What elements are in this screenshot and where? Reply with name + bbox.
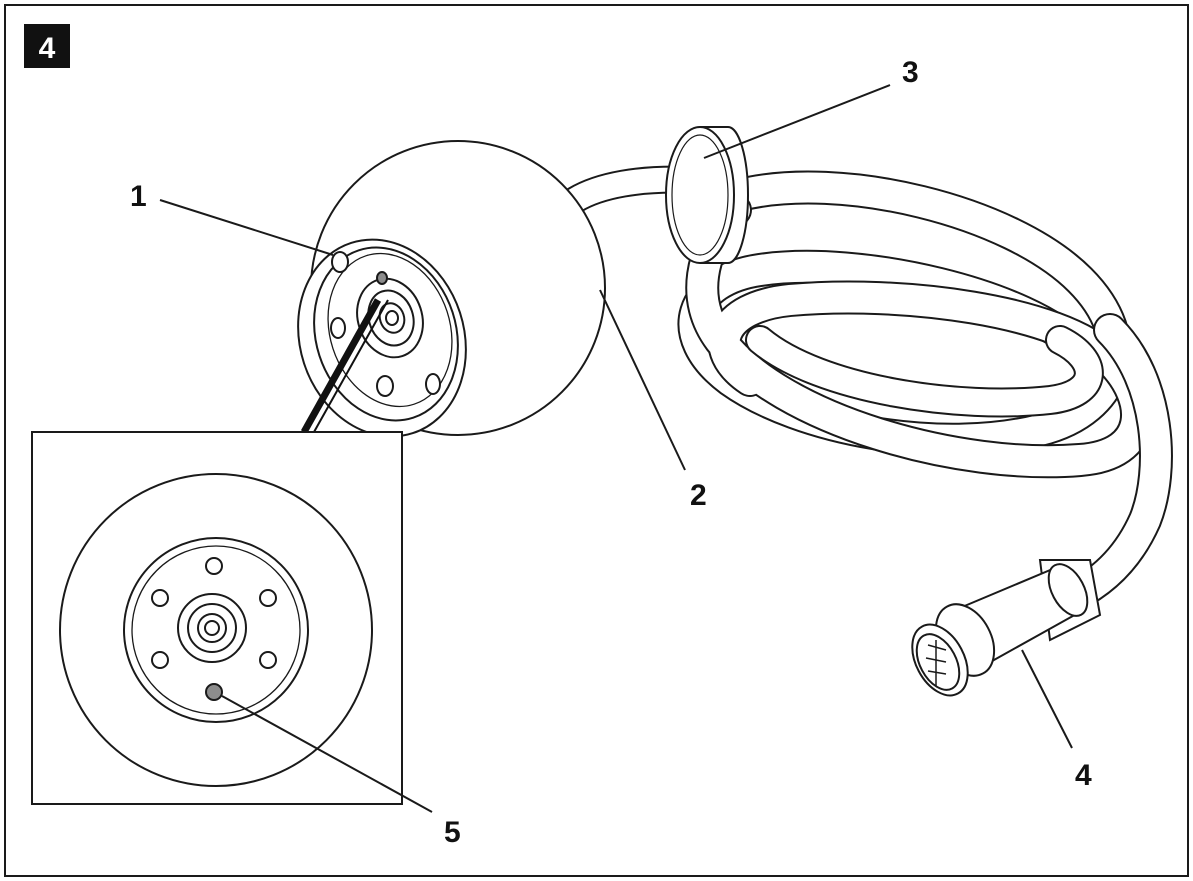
callout-3: 3 — [902, 56, 919, 89]
callout-1: 1 — [130, 180, 147, 213]
callout-4: 4 — [1075, 759, 1092, 792]
callout-lines — [159, 84, 1073, 813]
leader-4 — [1021, 649, 1073, 749]
figure-number-badge: 4 — [24, 24, 70, 68]
figure-number: 4 — [39, 32, 56, 65]
connector-plug — [911, 559, 1102, 697]
leader-5 — [221, 695, 433, 813]
leader-2 — [599, 289, 686, 471]
cable-grommet — [665, 126, 749, 264]
cable-coil — [677, 170, 1173, 612]
sensor-sphere — [297, 140, 606, 438]
inset-detail — [31, 431, 403, 805]
callout-2: 2 — [690, 479, 707, 512]
figure-frame — [4, 4, 1189, 877]
callout-5: 5 — [444, 816, 461, 849]
leader-1 — [159, 199, 334, 256]
inset-leader — [300, 298, 389, 434]
leader-3 — [703, 84, 891, 159]
